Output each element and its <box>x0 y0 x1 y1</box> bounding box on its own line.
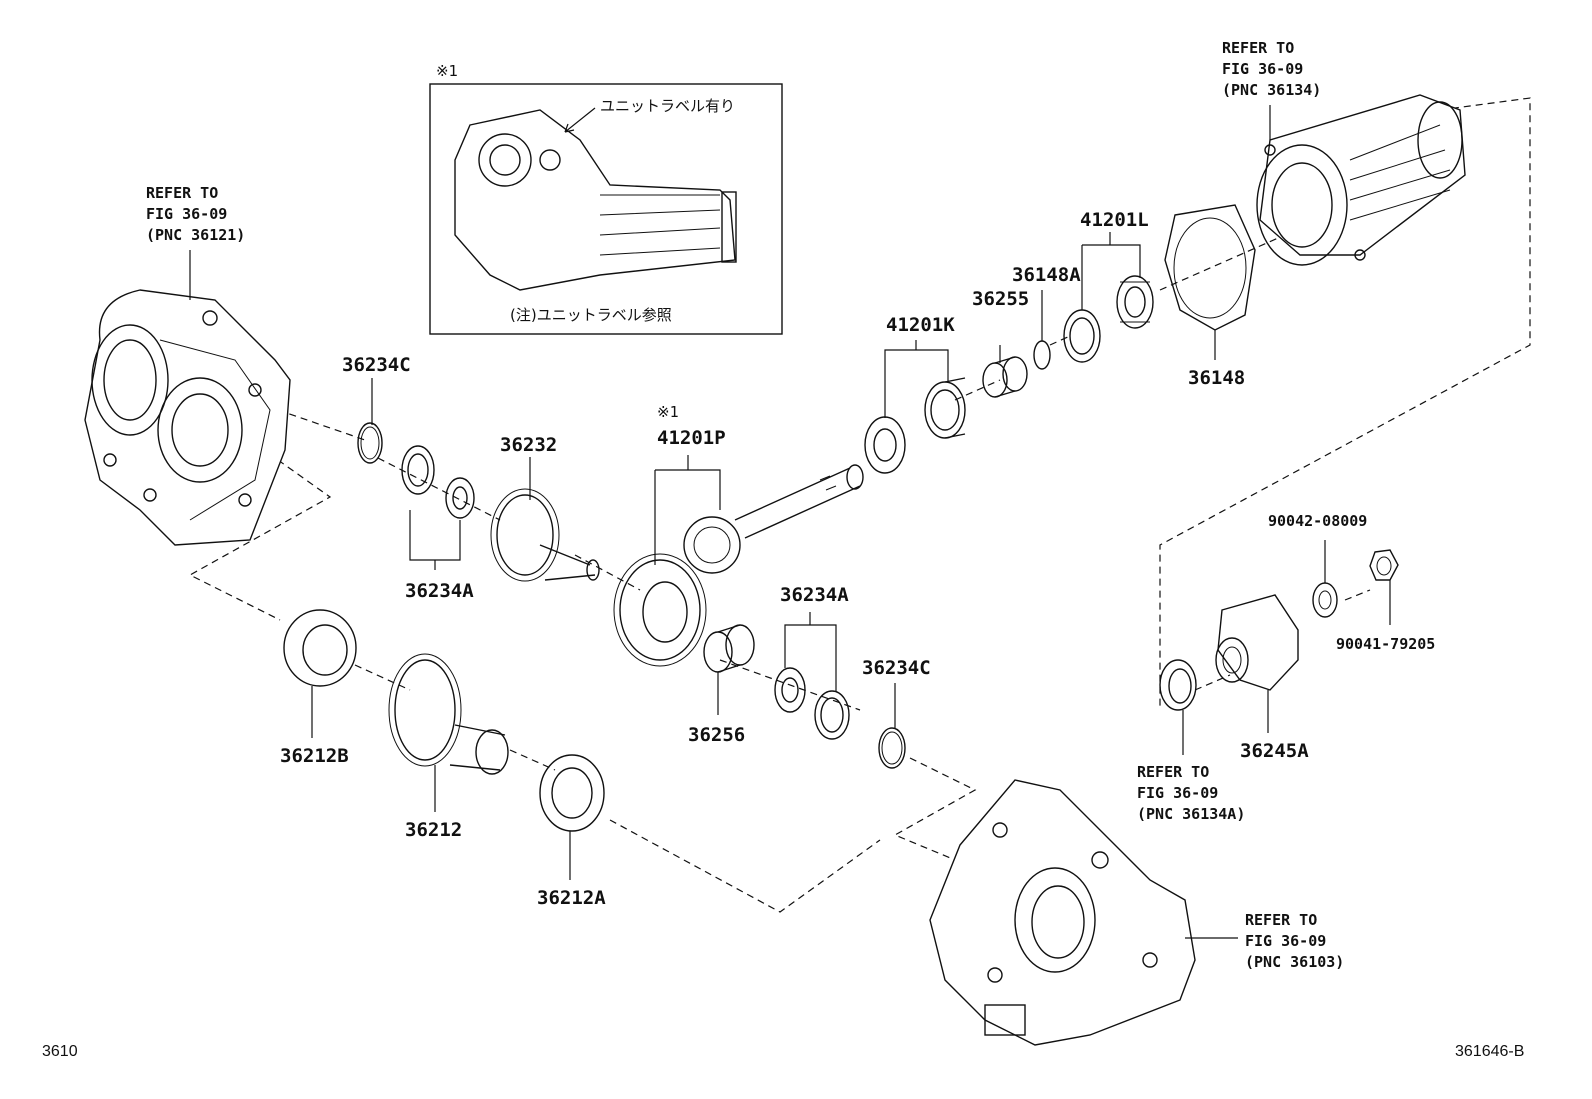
snap-ring-36234C-top-drawing <box>357 422 383 464</box>
reference-36121[interactable]: REFER TO FIG 36-09 (PNC 36121) <box>146 184 245 244</box>
callout-36234A-left[interactable]: 36234A <box>405 580 474 602</box>
bearing-36212B-drawing <box>283 609 357 687</box>
washer-90042-drawing <box>1312 582 1338 618</box>
bearing-41201K-drawing <box>864 377 966 474</box>
callout-90041-79205[interactable]: 90041-79205 <box>1336 635 1435 653</box>
reference-36134-line-1: REFER TO <box>1222 39 1294 57</box>
note-mark-41201P: ※1 <box>657 403 679 421</box>
reference-36121-line-1: REFER TO <box>146 184 218 202</box>
snap-ring-36234C-bottom-drawing <box>878 727 906 769</box>
callout-36212B[interactable]: 36212B <box>280 745 349 767</box>
callout-36234A-right[interactable]: 36234A <box>780 584 849 606</box>
transfer-case-housing-left <box>84 289 291 546</box>
bearing-36234A-left-drawing <box>401 445 475 519</box>
callout-36232[interactable]: 36232 <box>500 434 557 456</box>
spacer-36256-drawing <box>703 624 755 673</box>
callout-36234C-top[interactable]: 36234C <box>342 354 411 376</box>
inset-box <box>429 83 783 335</box>
reference-36103[interactable]: REFER TO FIG 36-09 (PNC 36103) <box>1245 911 1344 971</box>
callout-36212[interactable]: 36212 <box>405 819 462 841</box>
callout-41201L[interactable]: 41201L <box>1080 209 1149 231</box>
callout-36148[interactable]: 36148 <box>1188 367 1245 389</box>
gear-36212-drawing <box>388 653 509 775</box>
reference-36134A-line-3: (PNC 36134A) <box>1137 805 1245 823</box>
pinion-shaft-drawing <box>683 464 864 574</box>
bearing-36234A-right-drawing <box>774 667 850 740</box>
inset-arrow-label: ユニットラベル有り <box>600 97 735 115</box>
reference-36103-line-3: (PNC 36103) <box>1245 953 1344 971</box>
reference-36134A[interactable]: REFER TO FIG 36-09 (PNC 36134A) <box>1137 763 1245 823</box>
transfer-case-housing-right <box>929 779 1196 1046</box>
reference-36134A-line-1: REFER TO <box>1137 763 1209 781</box>
ring-gear-41201P-drawing <box>613 553 707 667</box>
reference-36134[interactable]: REFER TO FIG 36-09 (PNC 36134) <box>1222 39 1321 99</box>
callout-90042-08009[interactable]: 90042-08009 <box>1268 512 1367 530</box>
output-housing-right <box>1256 94 1466 266</box>
callout-41201K[interactable]: 41201K <box>886 314 955 336</box>
bearing-36212A-drawing <box>539 754 605 832</box>
callout-36234C-bottom[interactable]: 36234C <box>862 657 931 679</box>
callout-36212A[interactable]: 36212A <box>537 887 606 909</box>
callout-36148A[interactable]: 36148A <box>1012 264 1081 286</box>
callout-36245A[interactable]: 36245A <box>1240 740 1309 762</box>
inset-note-mark: ※1 <box>436 62 458 80</box>
reference-36134A-line-2: FIG 36-09 <box>1137 784 1218 802</box>
oil-seal-36134A-drawing <box>1159 659 1197 711</box>
flange-36245A-drawing <box>1215 594 1299 691</box>
reference-36134-line-2: FIG 36-09 <box>1222 60 1303 78</box>
spacer-36255-drawing <box>982 356 1028 398</box>
reference-36103-line-2: FIG 36-09 <box>1245 932 1326 950</box>
reference-36121-line-2: FIG 36-09 <box>146 205 227 223</box>
gasket-36148-drawing <box>1164 204 1256 331</box>
callout-36255[interactable]: 36255 <box>972 288 1029 310</box>
leader-lines <box>189 105 1391 939</box>
inset-caption: (注)ユニットラベル参照 <box>510 306 672 324</box>
footer-right-code: 361646-B <box>1455 1043 1524 1060</box>
callout-36256[interactable]: 36256 <box>688 724 745 746</box>
assembly-axis-lines <box>188 97 1531 913</box>
gear-36232-drawing <box>490 488 600 582</box>
callout-41201P[interactable]: 41201P <box>657 427 726 449</box>
reference-36121-line-3: (PNC 36121) <box>146 226 245 244</box>
ring-36148A-drawing <box>1033 340 1051 370</box>
nut-90041-drawing <box>1369 549 1399 581</box>
reference-36134-line-3: (PNC 36134) <box>1222 81 1321 99</box>
footer-left-code: 3610 <box>42 1043 78 1060</box>
bearing-41201L-drawing <box>1063 275 1154 363</box>
reference-36103-line-1: REFER TO <box>1245 911 1317 929</box>
